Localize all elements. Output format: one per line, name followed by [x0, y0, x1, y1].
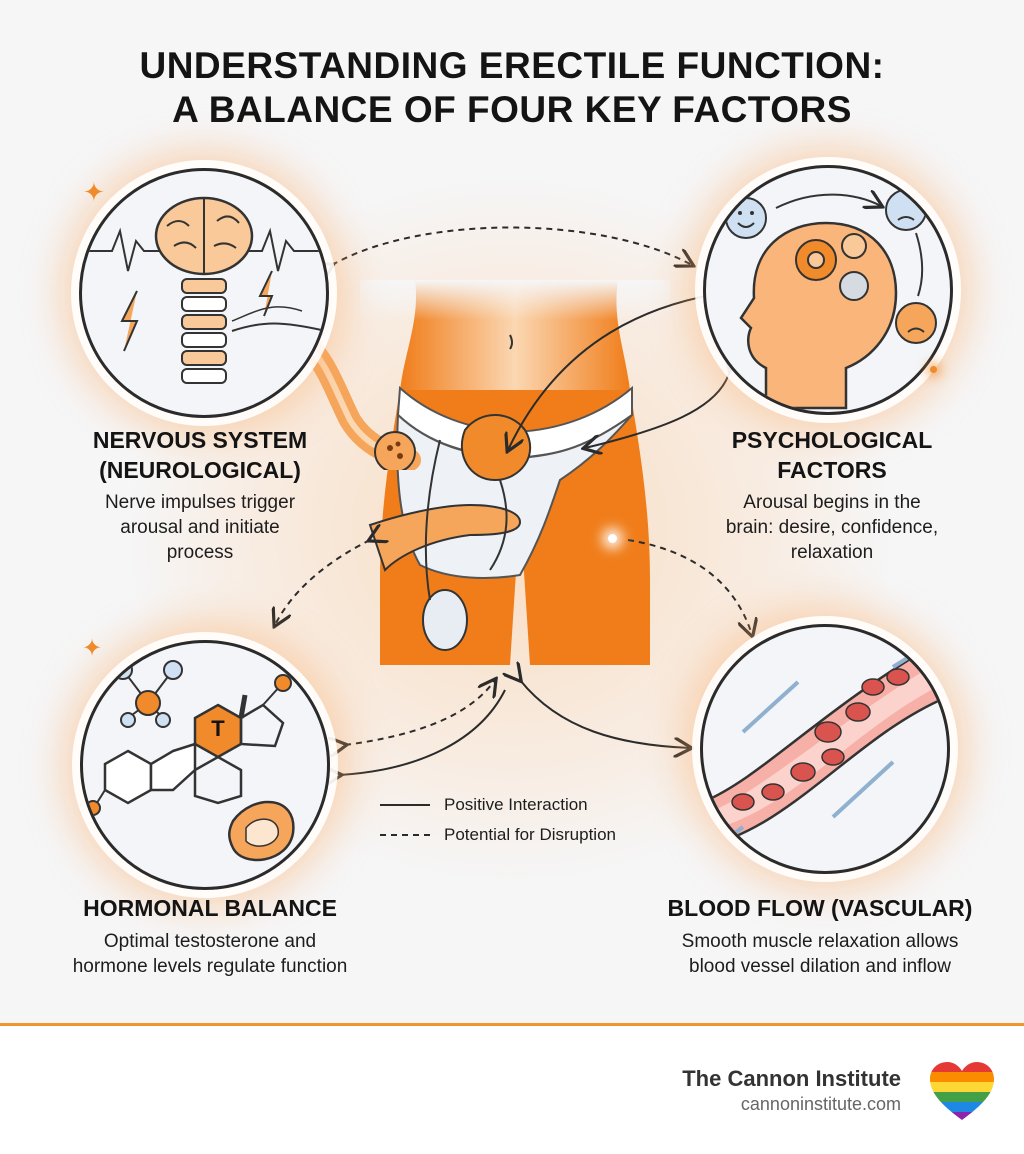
- brain-spine-icon: [82, 196, 326, 384]
- hormonal-circle: T: [80, 640, 330, 890]
- brand-name: The Cannon Institute: [682, 1066, 901, 1091]
- legend-solid: Positive Interaction: [380, 790, 616, 820]
- vascular-title: BLOOD FLOW (VASCULAR): [667, 895, 973, 921]
- sparkle-icon: ✦: [82, 635, 103, 662]
- anatomy-illustration: [360, 280, 670, 665]
- sparkle-dot-icon: [930, 366, 937, 373]
- sparkle-dot-icon: [608, 534, 617, 543]
- sparkle-icon: ✦: [83, 177, 105, 207]
- blood-vessel-icon: [703, 635, 947, 859]
- nervous-system-description: Nerve impulses trigger arousal and initi…: [104, 492, 296, 563]
- psychological-title: PSYCHOLOGICAL FACTORS: [731, 427, 933, 483]
- title-line-2: A BALANCE OF FOUR KEY FACTORS: [172, 89, 852, 130]
- nervous-system-title: NERVOUS SYSTEM (NEUROLOGICAL): [92, 427, 308, 483]
- footer-divider: [0, 1023, 1024, 1026]
- rainbow-heart-icon: [930, 1062, 994, 1120]
- title-line-1: UNDERSTANDING ERECTILE FUNCTION:: [139, 45, 885, 86]
- solid-line-icon: [380, 804, 430, 806]
- legend-dashed: Potential for Disruption: [380, 820, 616, 850]
- dashed-line-icon: [380, 834, 430, 836]
- footer: [0, 1026, 1024, 1154]
- page-title: UNDERSTANDING ERECTILE FUNCTION: A BALAN…: [0, 44, 1024, 132]
- vascular-description: Smooth muscle relaxation allows blood ve…: [681, 931, 959, 977]
- vascular-circle: [700, 624, 950, 874]
- nervous-system-circle: [79, 168, 329, 418]
- legend: Positive Interaction Potential for Disru…: [380, 790, 616, 850]
- hormonal-title: HORMONAL BALANCE: [83, 895, 337, 921]
- testosterone-molecule-icon: [85, 660, 295, 862]
- psychological-circle: [703, 165, 953, 415]
- testosterone-label: T: [211, 716, 225, 741]
- brand-url[interactable]: cannoninstitute.com: [740, 1094, 901, 1114]
- brand-block: The Cannon Institute cannoninstitute.com: [682, 1066, 901, 1116]
- psychological-description: Arousal begins in the brain: desire, con…: [725, 492, 939, 563]
- head-gears-emotions-icon: [725, 189, 937, 410]
- hormonal-description: Optimal testosterone and hormone levels …: [72, 931, 348, 977]
